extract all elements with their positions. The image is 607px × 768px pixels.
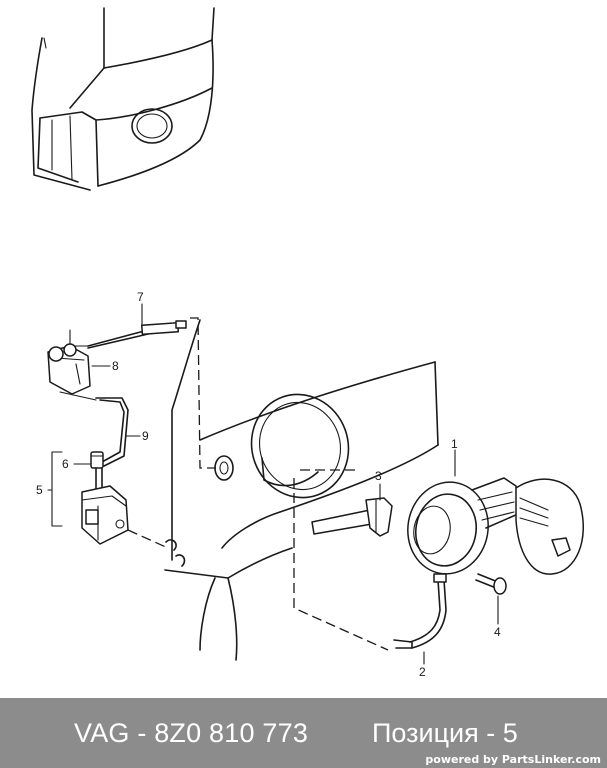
part-number: VAG - 8Z0 810 773 — [74, 718, 309, 748]
callouts: 7 8 9 6 5 3 1 4 2 — [36, 290, 501, 679]
body-panel — [164, 319, 439, 661]
part-6-clip — [90, 451, 104, 469]
callout-1: 1 — [451, 437, 458, 451]
diagram-drawing: 7 8 9 6 5 3 1 4 2 — [31, 7, 584, 679]
car-rear-inset — [31, 7, 215, 191]
part-2-hose — [393, 573, 447, 649]
callout-8: 8 — [112, 359, 119, 373]
part-5-actuator — [81, 467, 186, 567]
fuel-flap — [515, 478, 584, 575]
parts-diagram: 7 8 9 6 5 3 1 4 2 — [31, 7, 584, 679]
position-label: Позиция - 5 — [372, 718, 518, 748]
part-9-cable — [95, 397, 129, 467]
callout-7: 7 — [137, 290, 144, 304]
callout-2: 2 — [419, 665, 426, 679]
callout-4: 4 — [494, 625, 501, 639]
callout-5: 5 — [36, 483, 43, 497]
footer-bar: VAG - 8Z0 810 773 Позиция - 5 powered by… — [0, 698, 607, 768]
part-8-handle — [47, 343, 97, 401]
callout-3: 3 — [375, 469, 382, 483]
part-3-bracket — [311, 497, 393, 537]
part-4-screw — [475, 573, 507, 595]
dashed-guides — [190, 317, 389, 651]
leader-lines — [47, 303, 499, 665]
part-1-housing — [407, 477, 519, 575]
callout-6: 6 — [62, 457, 69, 471]
brand-link[interactable]: powered by PartsLinker.com — [425, 753, 601, 766]
part-7-cable — [69, 320, 187, 349]
callout-9: 9 — [142, 429, 149, 443]
